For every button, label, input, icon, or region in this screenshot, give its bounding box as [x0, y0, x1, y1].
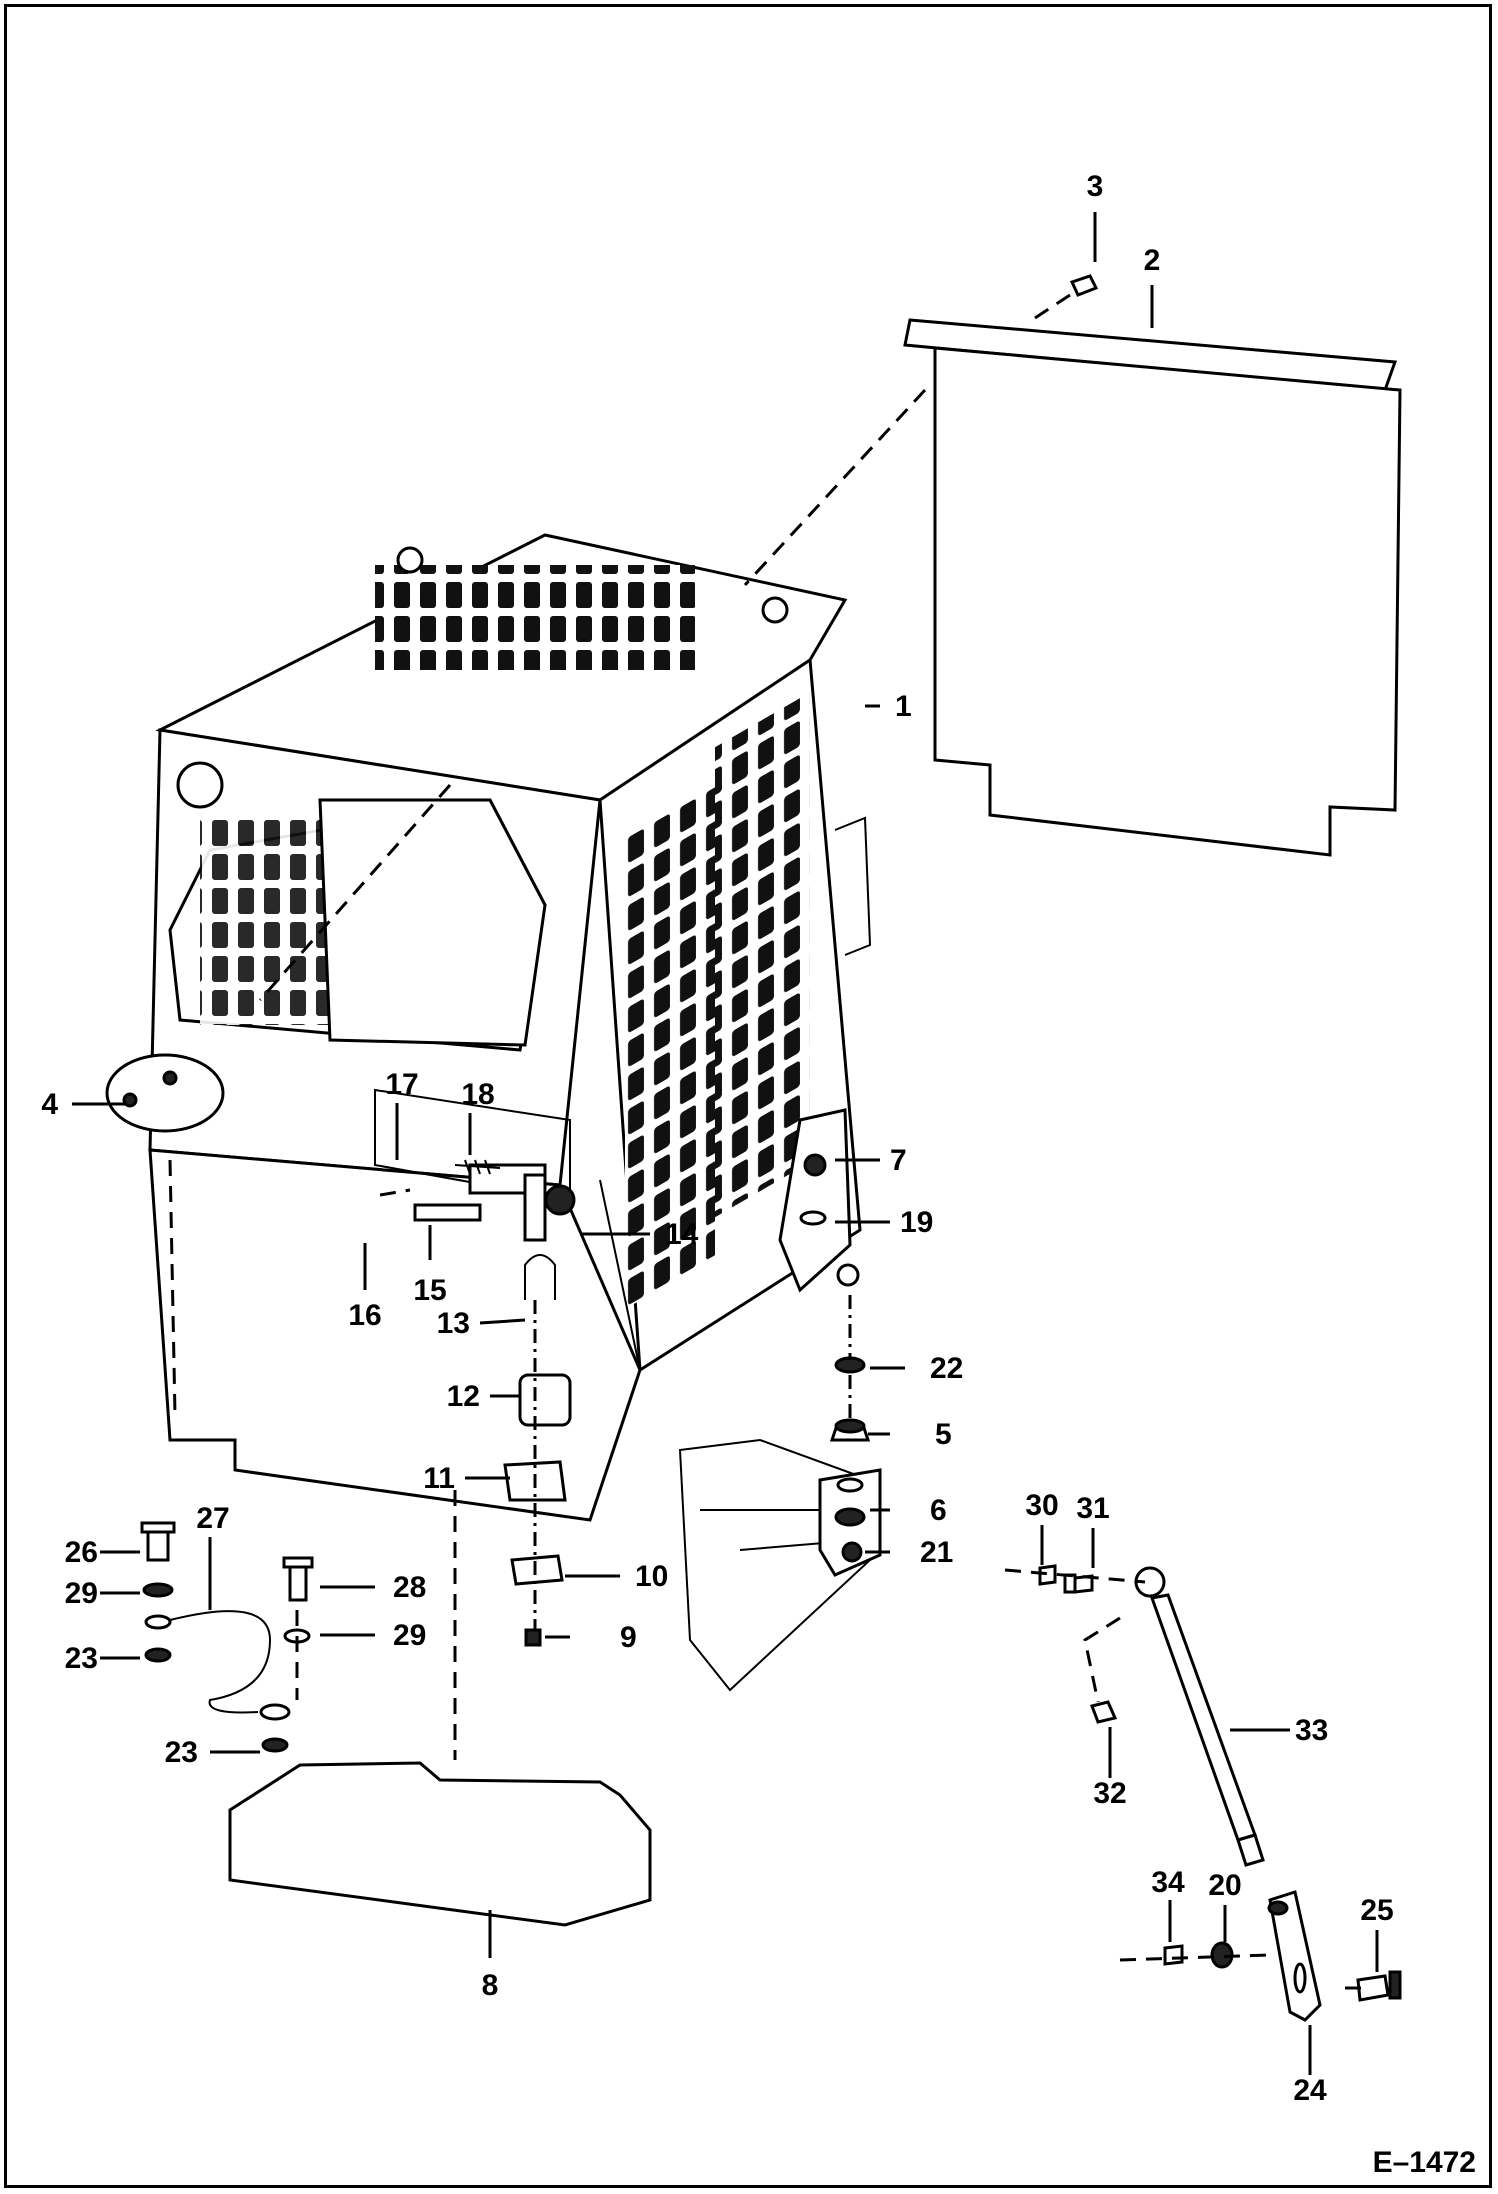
- callout-9: 9: [620, 1621, 637, 1654]
- callout-11: 11: [423, 1462, 455, 1495]
- callout-20: 20: [1208, 1869, 1241, 1902]
- callout-6: 6: [930, 1494, 947, 1527]
- callout-1: 1: [895, 690, 912, 723]
- callout-31: 31: [1076, 1492, 1109, 1525]
- plate-10: [510, 1554, 564, 1586]
- diagram-frame: [4, 4, 1492, 2188]
- callout-17: 17: [385, 1068, 418, 1101]
- roof-vent-grid: [375, 565, 695, 670]
- callout-34: 34: [1151, 1866, 1185, 1899]
- callout-labels: 3 2 1 4 17 18 7 19 14 15 16 13 12 11 10 …: [41, 170, 1393, 2107]
- callout-25: 25: [1360, 1894, 1393, 1927]
- leader-lines: [72, 212, 1379, 2075]
- callout-18: 18: [461, 1078, 494, 1111]
- callout-24: 24: [1293, 2074, 1327, 2107]
- cab-assembly: [105, 533, 872, 1522]
- callout-27: 28: [393, 1571, 426, 1604]
- callout-16: 16: [348, 1299, 381, 1332]
- callout-8: 8: [482, 1969, 499, 2002]
- callout-21: 21: [920, 1536, 953, 1569]
- callout-5: 5: [935, 1418, 952, 1451]
- screw-3: [1069, 274, 1099, 297]
- callout-23a: 23: [65, 1642, 98, 1675]
- callout-29a: 29: [65, 1577, 98, 1610]
- callout-30: 30: [1025, 1489, 1058, 1522]
- callout-12: 12: [447, 1380, 480, 1413]
- callout-19: 19: [900, 1206, 933, 1239]
- callout-10: 10: [635, 1560, 668, 1593]
- callout-28: 27: [196, 1502, 229, 1535]
- callout-33: 33: [1295, 1714, 1328, 1747]
- callout-7: 7: [890, 1144, 907, 1177]
- callout-3: 3: [1087, 170, 1104, 203]
- floor-mat: [228, 1761, 652, 1927]
- drawing-id: E–1472: [1372, 2146, 1476, 2179]
- callout-14: 14: [665, 1218, 699, 1251]
- callout-26: 26: [65, 1536, 98, 1569]
- callout-32: 32: [1093, 1777, 1126, 1810]
- rear-foam-panel: [903, 318, 1402, 857]
- nut-9: [524, 1628, 542, 1647]
- ground-strap: [140, 1521, 314, 1753]
- callout-4: 4: [41, 1088, 58, 1121]
- callout-15: 15: [413, 1274, 446, 1307]
- callout-22: 22: [930, 1352, 963, 1385]
- assembly-lines: [168, 293, 1365, 1990]
- gas-strut: [1038, 1564, 1402, 2022]
- mount-bracket: [678, 1356, 882, 1692]
- callout-2: 2: [1144, 244, 1161, 277]
- callout-23b: 23: [165, 1736, 198, 1769]
- callout-13: 13: [437, 1307, 470, 1340]
- callout-29b: 29: [393, 1619, 426, 1652]
